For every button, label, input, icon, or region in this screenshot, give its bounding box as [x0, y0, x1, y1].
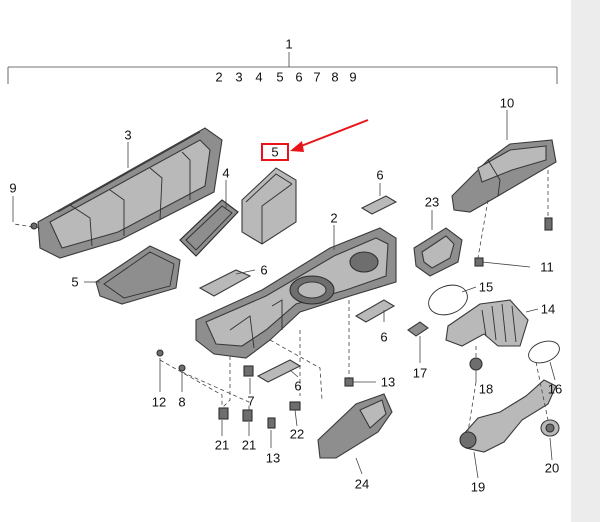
callout-24: 24	[354, 476, 370, 492]
connector-part	[407, 321, 429, 337]
callout-7-top: 7	[313, 69, 321, 85]
callout-1: 1	[285, 36, 293, 52]
assembly-bracket	[7, 52, 558, 84]
callout-4: 4	[222, 165, 230, 181]
intake-hose-part	[445, 299, 529, 347]
fastener-parts	[30, 222, 354, 429]
callout-6-c: 6	[380, 329, 388, 345]
callout-17: 17	[412, 365, 428, 381]
callout-16: 16	[547, 381, 563, 397]
callout-13-a: 13	[380, 374, 396, 390]
callout-6-a: 6	[376, 167, 384, 183]
sensor-part	[469, 357, 483, 382]
callout-23: 23	[424, 194, 440, 210]
callout-14: 14	[540, 301, 556, 317]
callout-3-top: 3	[235, 69, 243, 85]
callout-6-d: 6	[294, 378, 302, 394]
fitting-part	[540, 419, 560, 437]
highlight-arrow	[290, 119, 369, 152]
filter-element-part	[95, 245, 181, 305]
gasket-part	[413, 227, 463, 277]
pipe-part	[459, 379, 557, 453]
callout-2: 2	[330, 210, 338, 226]
callout-5: 5	[71, 274, 79, 290]
callout-21-b: 21	[241, 437, 257, 453]
filter-housing-upper-part	[37, 127, 223, 259]
callout-9: 9	[9, 180, 17, 196]
callout-6-top: 6	[295, 69, 303, 85]
callout-5-top: 5	[276, 69, 284, 85]
lower-duct-part	[317, 393, 393, 459]
clip-parts	[198, 195, 398, 383]
assembly-dash-lines	[13, 170, 549, 433]
leader-lines	[12, 110, 556, 479]
callout-10: 10	[499, 95, 515, 111]
callout-21-a: 21	[214, 437, 230, 453]
callout-11: 11	[540, 259, 554, 275]
callout-13-b: 13	[265, 450, 281, 466]
callout-2-top: 2	[215, 69, 223, 85]
callout-15: 15	[478, 279, 494, 295]
callout-3: 3	[124, 127, 132, 143]
hose-clamp-parts	[428, 284, 560, 364]
callout-8-top: 8	[331, 69, 339, 85]
intake-duct-part	[451, 139, 557, 213]
highlight-box	[261, 143, 289, 161]
callout-22: 22	[289, 426, 305, 442]
callout-19: 19	[470, 479, 486, 495]
side-panel	[571, 0, 600, 522]
callout-7: 7	[247, 393, 255, 409]
callout-5-highlighted: 5	[271, 144, 279, 160]
callout-18: 18	[478, 381, 494, 397]
filter-frame-part	[179, 199, 239, 257]
callout-20: 20	[544, 460, 560, 476]
callout-6-b: 6	[260, 262, 268, 278]
callout-8: 8	[178, 394, 186, 410]
callout-4-top: 4	[255, 69, 263, 85]
callout-12: 12	[151, 394, 167, 410]
lower-housing-part	[195, 227, 397, 359]
callout-9-top: 9	[349, 69, 357, 85]
filter-element-highlighted-part	[241, 167, 297, 245]
